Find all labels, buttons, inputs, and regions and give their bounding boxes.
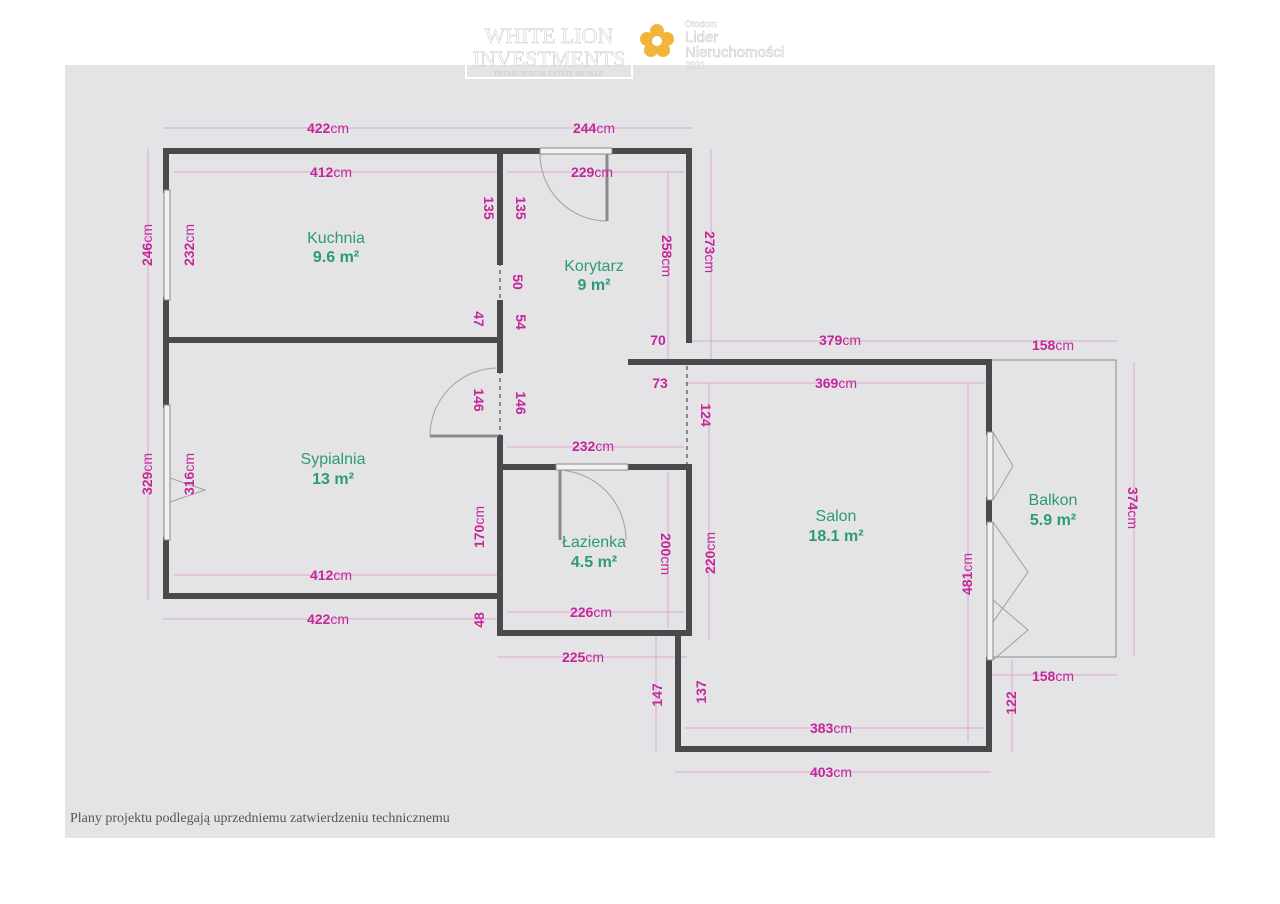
- room-area: 5.9 m²: [1030, 512, 1076, 529]
- room-salon: Salon 18.1 m²: [808, 508, 863, 545]
- room-area: 18.1 m²: [808, 528, 863, 545]
- dim-label: 135: [513, 196, 529, 220]
- dim-label: 232cm: [572, 438, 614, 454]
- room-name: Korytarz: [564, 258, 624, 275]
- dim-label: 54: [513, 314, 529, 330]
- dim-label: 369cm: [815, 375, 857, 391]
- dimension-lines: [147, 127, 1135, 773]
- room-area: 4.5 m²: [571, 554, 617, 571]
- room-name: Salon: [816, 508, 857, 525]
- room-area: 9 m²: [578, 277, 611, 294]
- dim-label: 137: [693, 680, 709, 704]
- door-leaves: [430, 154, 609, 540]
- award-badge: Otodom Lider Nieruchomości 2021: [640, 19, 785, 70]
- room-sypialnia: Sypialnia 13 m²: [301, 451, 366, 488]
- balcony-outline: [992, 359, 1117, 658]
- dim-label: 225cm: [562, 649, 604, 665]
- award-line2: Nieruchomości: [685, 44, 784, 61]
- dim-label: 146: [471, 388, 487, 412]
- dim-label: 232cm: [181, 224, 197, 266]
- dim-label: 246cm: [139, 224, 155, 266]
- dim-label: 329cm: [139, 453, 155, 495]
- dim-label: 170cm: [471, 506, 487, 548]
- walls: [163, 148, 992, 752]
- dim-label: 229cm: [571, 164, 613, 180]
- dim-label: 422cm: [307, 611, 349, 627]
- logo-tagline: PREMIUM REAL ESTATE BROKER: [494, 70, 603, 78]
- dim-label: 70: [650, 332, 666, 348]
- room-lazienka: Łazienka 4.5 m²: [562, 534, 626, 571]
- dim-label: 226cm: [570, 604, 612, 620]
- award-small: Otodom: [685, 19, 717, 29]
- dim-label: 316cm: [181, 453, 197, 495]
- dim-label: 379cm: [819, 332, 861, 348]
- dim-label: 374cm: [1125, 487, 1141, 529]
- dim-label: 50: [510, 274, 526, 290]
- dim-label: 412cm: [310, 164, 352, 180]
- white-lion-logo: WHITE LION INVESTMENTS PREMIUM REAL ESTA…: [465, 13, 633, 79]
- room-name: Balkon: [1029, 492, 1078, 509]
- footer-note: Plany projektu podlegają uprzedniemu zat…: [70, 811, 450, 826]
- dim-label: 412cm: [310, 567, 352, 583]
- dim-label: 200cm: [658, 533, 674, 575]
- award-year: 2021: [685, 60, 705, 70]
- openings: [499, 262, 688, 465]
- room-balkon: Balkon 5.9 m²: [1029, 492, 1078, 529]
- logo-line1: WHITE LION: [485, 23, 614, 48]
- dim-label: 220cm: [702, 532, 718, 574]
- dim-label: 122: [1003, 691, 1019, 715]
- plan-background: [65, 65, 1215, 838]
- room-name: Sypialnia: [301, 451, 366, 468]
- room-name: Łazienka: [562, 534, 626, 551]
- dim-label: 383cm: [810, 720, 852, 736]
- room-area: 13 m²: [312, 471, 354, 488]
- dimension-labels: 422cm 244cm 412cm 229cm 70 379cm 158cm 7…: [139, 120, 1141, 780]
- dim-label: 481cm: [959, 553, 975, 595]
- room-kuchnia: Kuchnia 9.6 m²: [307, 230, 365, 266]
- dim-label: 158cm: [1032, 668, 1074, 684]
- dim-label: 158cm: [1032, 337, 1074, 353]
- logo-line2: INVESTMENTS: [473, 46, 626, 71]
- room-korytarz: Korytarz 9 m²: [564, 258, 624, 294]
- dim-label: 273cm: [702, 231, 718, 273]
- windows: [163, 147, 994, 661]
- room-name: Kuchnia: [307, 230, 365, 247]
- dim-label: 147: [649, 683, 665, 707]
- dim-label: 244cm: [573, 120, 615, 136]
- dim-label: 146: [513, 391, 529, 415]
- room-area: 9.6 m²: [313, 249, 359, 266]
- door-swings: [169, 153, 1029, 661]
- dim-label: 403cm: [810, 764, 852, 780]
- dim-label: 48: [471, 612, 487, 628]
- dim-label: 73: [652, 375, 668, 391]
- dim-label: 422cm: [307, 120, 349, 136]
- dim-label: 47: [471, 311, 487, 327]
- dim-label: 135: [481, 196, 497, 220]
- award-line1: Lider: [685, 29, 718, 46]
- award-star-icon: [640, 24, 674, 57]
- dim-label: 258cm: [659, 235, 675, 277]
- dim-label: 124: [698, 403, 714, 427]
